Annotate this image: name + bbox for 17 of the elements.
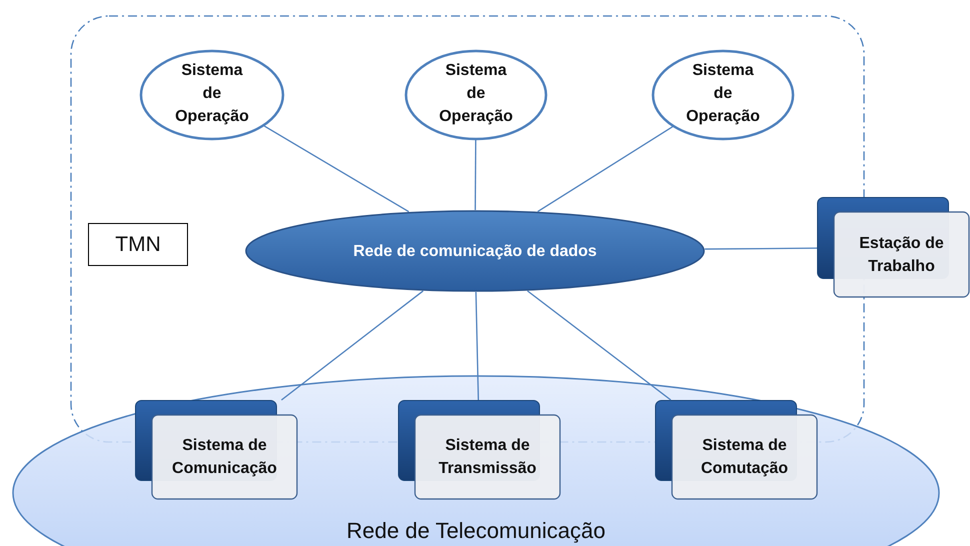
node-label: Sistema de Operação	[174, 61, 250, 127]
node-label: Estação de Trabalho	[858, 234, 945, 276]
connector-line	[527, 290, 672, 401]
connector-line	[537, 126, 673, 212]
region-label: TMN	[88, 223, 188, 266]
node-label: Sistema de Transmissão	[438, 436, 538, 479]
node-label: Rede de Telecomunicação	[346, 517, 606, 545]
node-label: Sistema de Operação	[685, 61, 761, 127]
connector-line	[474, 140, 476, 210]
connector-line	[264, 125, 410, 212]
connector-line	[704, 248, 817, 250]
node-label: Sistema de Comutação	[700, 436, 790, 479]
node-label: Sistema de Comunicação	[171, 436, 278, 479]
node-label: Rede de comunicação de dados	[352, 242, 598, 262]
connector-line	[281, 290, 424, 401]
connector-line	[475, 292, 480, 400]
node-label: Sistema de Operação	[438, 61, 514, 127]
